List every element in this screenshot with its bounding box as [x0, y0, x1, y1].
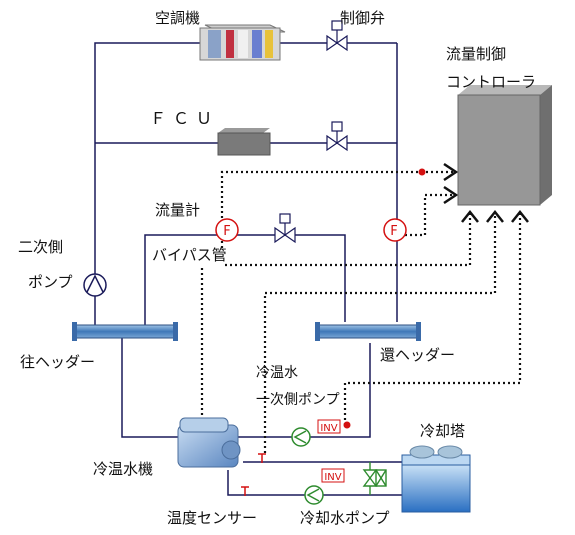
flow-meter-mark: F [223, 224, 230, 239]
secondary-pump [83, 273, 107, 297]
bypass-pipe-label: バイパス管 [152, 246, 227, 264]
controller-label: 流量制御 コントローラ [446, 45, 537, 91]
cooling-water-pump: INV [304, 468, 345, 505]
fcu-unit [217, 128, 271, 156]
cooling-tower-label: 冷却塔 [420, 422, 466, 440]
controller-input-arrows [443, 162, 529, 223]
cooling-water-pump-label: 冷却水ポンプ [300, 509, 390, 527]
chilled-water-label-line2: 一次側ポンプ [256, 392, 340, 408]
supply-header [72, 322, 178, 341]
ahu-unit [199, 24, 286, 61]
chiller-label: 冷温水機 [93, 460, 154, 478]
piping [94, 42, 410, 496]
return-header [315, 322, 421, 341]
temperature-sensor [241, 486, 249, 496]
cooling-tower [401, 445, 471, 513]
bypass-control-valve [274, 213, 296, 244]
temperature-sensor [258, 453, 266, 463]
return-header-label: 還ヘッダー [380, 346, 456, 364]
fcu-label: ＦＣＵ [150, 109, 220, 128]
supply-header-label: 往ヘッダー [20, 353, 96, 371]
ahu-label: 空調機 [155, 9, 201, 27]
control-valve-label: 制御弁 [340, 9, 386, 27]
temperature-sensor-label: 温度センサー [167, 509, 258, 527]
primary-chilled-water-pump: INV [291, 419, 341, 447]
chiller-unit [177, 417, 241, 468]
flow-controller-box [457, 85, 552, 206]
control-valve-fcu [326, 121, 348, 152]
inverter-mark: INV [320, 423, 337, 434]
cooling-water-valve [362, 462, 387, 495]
flow-meter-supply: F [215, 218, 239, 242]
chilled-water-label-line1: 冷温水 [256, 365, 298, 381]
signal-junction-dot [418, 168, 426, 176]
flow-meter-return: F [383, 218, 407, 242]
secondary-pump-label-line2: ポンプ [28, 273, 73, 291]
flow-meter-label: 流量計 [155, 201, 201, 219]
signal-junction-dot [343, 421, 351, 429]
control-valve-ahu [326, 20, 348, 52]
inverter-mark: INV [324, 472, 341, 483]
flow-meter-mark: F [390, 224, 397, 239]
secondary-pump-label-line1: 二次側 [18, 238, 64, 256]
